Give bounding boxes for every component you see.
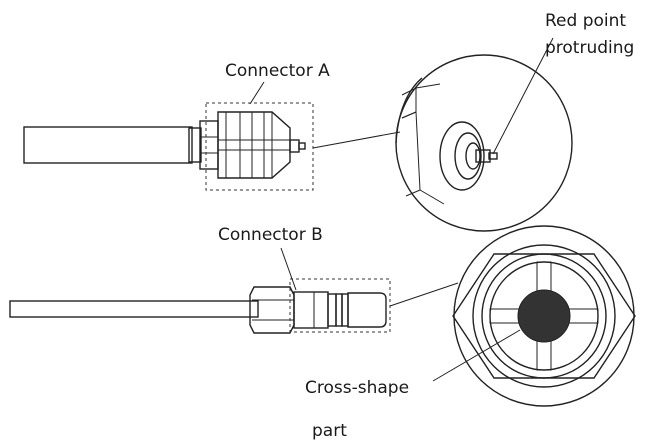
connector-a-label: Connector A: [225, 61, 330, 81]
cross-shape-label-line2: part: [312, 421, 347, 441]
red-point-label-line2: protruding: [545, 38, 635, 58]
connector-b-label: Connector B: [218, 225, 323, 245]
zoom-view-b: [432, 225, 636, 407]
zoom-view-a: [395, 37, 573, 232]
red-point-label-line1: Red point: [545, 11, 627, 31]
cross-shape-label-line1: Cross-shape: [305, 378, 410, 398]
connector-b-drawing: [9, 247, 459, 334]
cross-center: [517, 289, 571, 343]
connector-a-drawing: [23, 81, 401, 191]
